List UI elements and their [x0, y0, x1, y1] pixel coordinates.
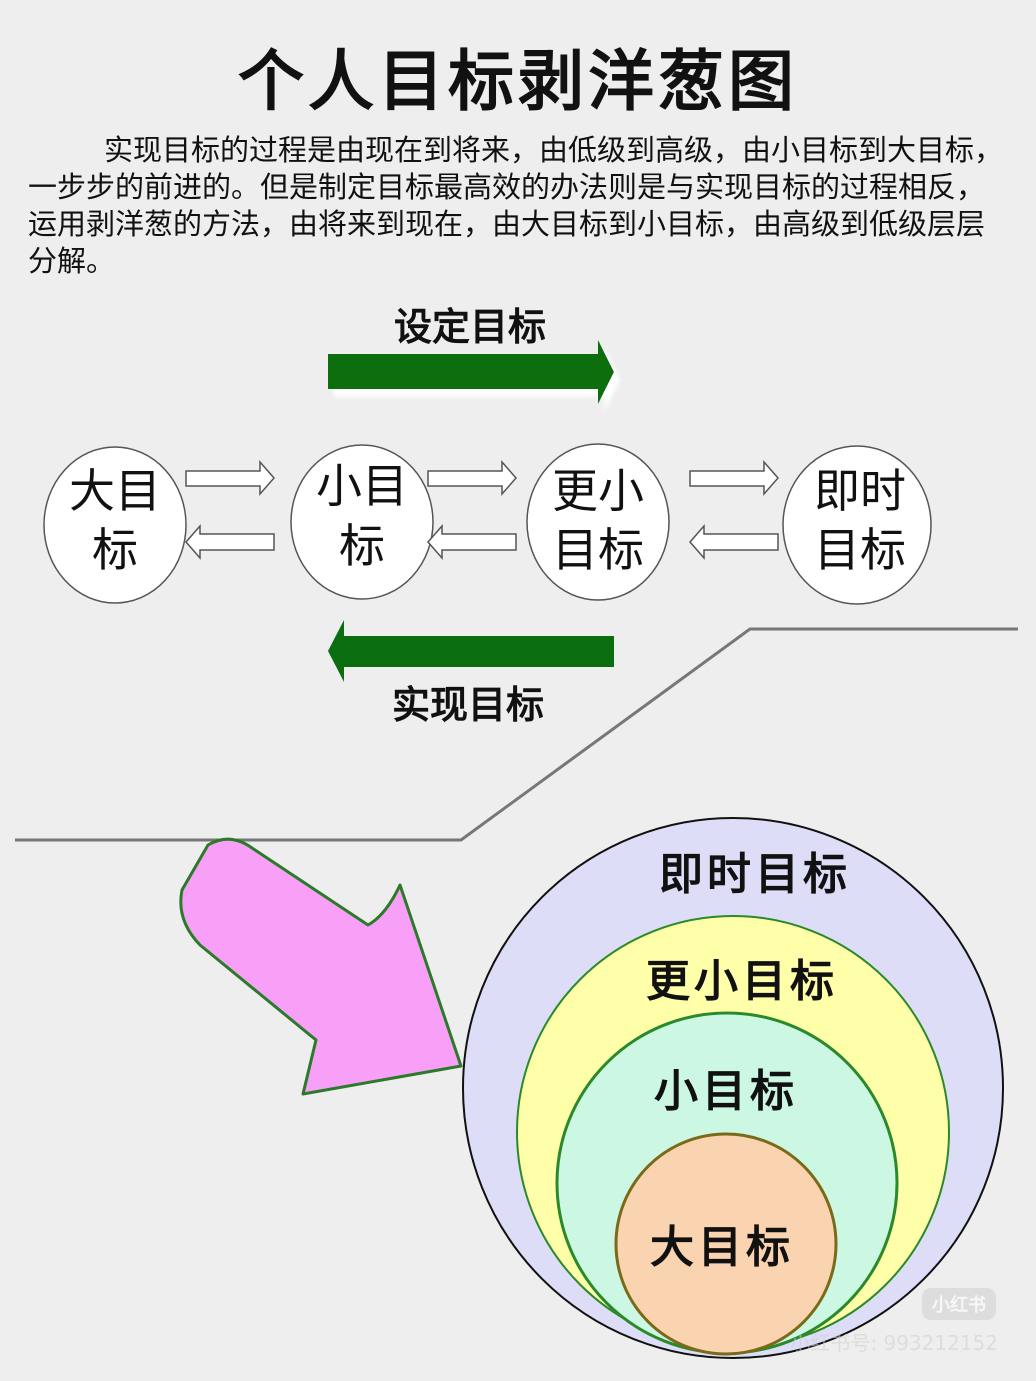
node-label: 小目: [316, 459, 408, 513]
set-goal-arrow: [328, 340, 614, 404]
flow-node: 小目 标: [290, 444, 434, 600]
onion-rings: 即时目标 更小目标 小目标 大目标: [462, 817, 1004, 1359]
onion-label: 小目标: [654, 1066, 798, 1117]
onion-label: 大目标: [650, 1222, 794, 1273]
page-title: 个人目标剥洋葱图: [238, 43, 798, 120]
flow-node: 即时 目标: [782, 445, 932, 605]
intro-paragraph: 实现目标的过程是由现在到将来，由低级到高级，由小目标到大目标，一步步的前进的。但…: [28, 133, 1004, 278]
left-arrow-icon: [427, 524, 517, 560]
set-goal-label: 设定目标: [394, 305, 546, 349]
right-arrow-icon: [427, 460, 517, 496]
node-circle: [526, 443, 670, 601]
node-circle: [290, 444, 434, 600]
flow-node: 更小 目标: [526, 443, 670, 601]
right-arrow-icon: [689, 460, 779, 496]
watermark: 小红书 小红书号: 993212152: [790, 1288, 998, 1355]
outline-arrows: [185, 460, 779, 560]
watermark-id: 小红书号: 993212152: [790, 1331, 998, 1355]
node-label: 大目: [69, 464, 161, 518]
pink-pointer-arrow: [179, 837, 463, 1096]
node-label: 目标: [814, 523, 906, 577]
node-circle: [782, 445, 932, 605]
left-arrow-icon: [185, 524, 275, 560]
right-arrow-icon: [185, 460, 275, 496]
node-circle: [43, 446, 187, 604]
watermark-logo-badge: [922, 1288, 996, 1320]
node-label: 目标: [552, 523, 644, 577]
left-arrow-icon: [689, 524, 779, 560]
watermark-logo-icon: 小红书: [932, 1294, 986, 1316]
onion-label: 即时目标: [659, 849, 851, 900]
flow-node: 大目 标: [43, 446, 187, 604]
achieve-goal-arrow: [328, 620, 614, 682]
node-label: 更小: [552, 464, 644, 518]
achieve-goal-label: 实现目标: [392, 683, 544, 727]
node-label: 即时: [814, 464, 906, 518]
onion-layer-4: [614, 1132, 838, 1356]
node-label: 标: [92, 523, 138, 577]
node-label: 标: [339, 519, 385, 573]
onion-label: 更小目标: [646, 956, 838, 1007]
